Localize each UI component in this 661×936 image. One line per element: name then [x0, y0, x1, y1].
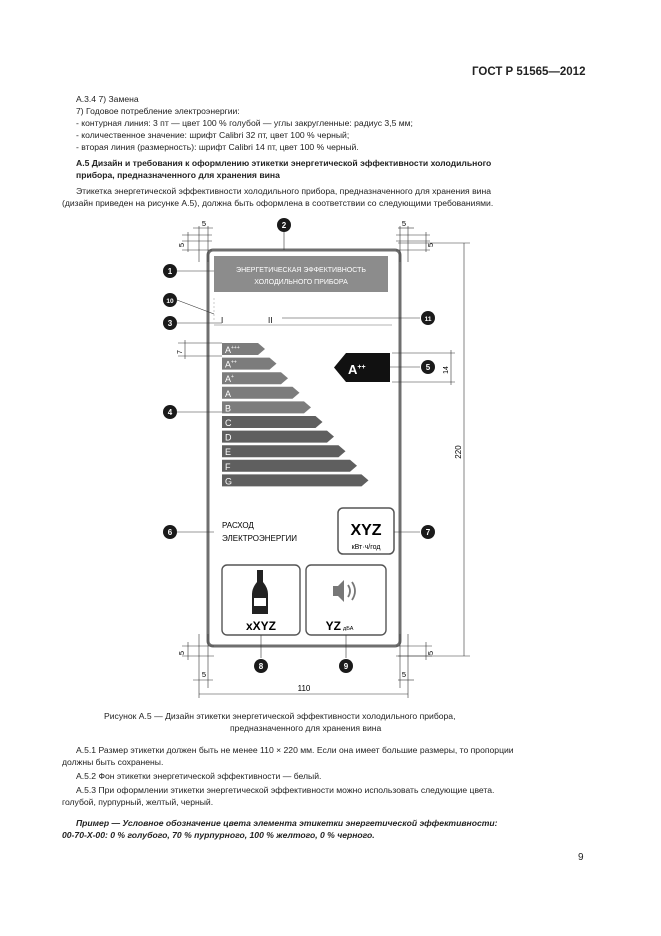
callout-circle-6	[163, 525, 177, 539]
callout-number-5: 5	[426, 363, 431, 372]
speaker-icon	[333, 580, 356, 602]
dimension-lines	[176, 226, 470, 698]
callout-number-6: 6	[168, 528, 173, 537]
roman-one: I	[221, 316, 223, 325]
dim-5-bottom-right: 5	[402, 670, 406, 679]
class-arrow-1	[222, 343, 265, 355]
clause-a52: А.5.2 Фон этикетки энергетической эффект…	[76, 771, 322, 781]
intro-line-3: - контурная линия: 3 пт — цвет 100 % гол…	[76, 118, 413, 128]
class-indicator-label: A++	[348, 362, 366, 377]
callout-number-11: 11	[425, 316, 432, 323]
callout-number-4: 4	[168, 408, 173, 417]
class-arrow-5	[222, 401, 311, 414]
wine-bottle-icon	[252, 570, 268, 614]
section-heading: А.5 Дизайн и требования к оформлению эти…	[76, 158, 492, 168]
callout-number-2: 2	[282, 221, 287, 230]
standard-number: ГОСТ Р 51565—2012	[472, 66, 586, 78]
dim-14: 14	[443, 366, 450, 374]
clause-a53-cont: голубой, пурпурный, желтый, черный.	[62, 797, 214, 807]
class-arrow-6	[222, 416, 323, 428]
dim-5-top-right: 5	[402, 219, 406, 228]
section-paragraph-cont: (дизайн приведен на рисунке А.5), должна…	[62, 198, 494, 208]
callout-circle-7	[421, 525, 435, 539]
class-arrow-label-5: B	[225, 403, 231, 413]
intro-line-2: 7) Годовое потребление электроэнергии:	[76, 106, 240, 116]
dim-5-bottom-left-v: 5	[177, 651, 186, 655]
clause-a51: А.5.1 Размер этикетки должен быть не мен…	[76, 745, 514, 755]
callout-circle-8	[254, 659, 268, 673]
class-arrow-3	[222, 372, 288, 385]
dim-7: 7	[177, 350, 184, 354]
class-arrow-label-7: D	[225, 433, 232, 443]
intro-line-5: - вторая линия (размерность): шрифт Cali…	[76, 142, 359, 152]
energy-unit: кВт·ч/год	[352, 544, 381, 551]
dim-110: 110	[298, 684, 311, 693]
section-heading-cont: прибора, предназначенного для хранения в…	[76, 170, 280, 180]
callout-number-8: 8	[259, 662, 264, 671]
section-paragraph: Этикетка энергетической эффективности хо…	[76, 186, 491, 196]
dim-5-top-left-v: 5	[177, 243, 186, 247]
class-arrow-7	[222, 430, 334, 443]
class-arrow-4	[222, 386, 300, 399]
energy-value: XYZ	[350, 522, 381, 539]
example-note-cont: 00-70-X-00: 0 % голубого, 70 % пурпурног…	[62, 830, 375, 840]
dim-5-bottom-left: 5	[202, 670, 206, 679]
consumption-label-1: РАСХОД	[222, 521, 254, 530]
example-note: Пример — Условное обозначение цвета элем…	[76, 818, 498, 828]
class-arrow-8	[222, 445, 346, 458]
class-arrow-label-1: A+++	[225, 345, 240, 355]
energy-value-box	[337, 507, 395, 555]
class-arrow-10	[222, 474, 369, 487]
callout-number-7: 7	[426, 528, 431, 537]
class-arrow-label-2: A++	[225, 360, 237, 370]
callout-circle-2	[277, 218, 291, 232]
class-arrow-9	[222, 459, 357, 472]
class-indicator-arrow	[334, 353, 390, 382]
label-frame	[206, 248, 402, 648]
class-arrow-label-6: C	[225, 418, 232, 428]
noise-value: YZ	[326, 619, 341, 633]
bottles-value: xXYZ	[246, 619, 276, 633]
figure-caption-cont: предназначенного для хранения вина	[230, 723, 382, 733]
page-number: 9	[578, 852, 584, 863]
callout-number-1: 1	[168, 267, 173, 276]
class-arrow-label-4: A	[225, 389, 231, 399]
noise-box	[305, 564, 387, 636]
dim-5-top-left: 5	[202, 219, 206, 228]
clause-a53: А.5.3 При оформлении этикетки энергетиче…	[76, 785, 495, 795]
label-title-2: ХОЛОДИЛЬНОГО ПРИБОРА	[254, 279, 348, 286]
intro-line-4: - количественное значение: шрифт Calibri…	[76, 130, 350, 140]
callout-number-9: 9	[344, 662, 349, 671]
class-arrow-label-8: E	[225, 447, 231, 457]
class-arrow-label-9: F	[225, 462, 231, 472]
intro-line-1: А.3.4 7) Замена	[76, 94, 139, 104]
dim-220: 220	[454, 445, 463, 459]
class-arrow-2	[222, 357, 277, 370]
callout-circle-4	[163, 405, 177, 419]
callout-circle-3	[163, 316, 177, 330]
callout-number-3: 3	[168, 319, 173, 328]
figure-caption: Рисунок А.5 — Дизайн этикетки энергетиче…	[104, 711, 456, 721]
callout-circle-9	[339, 659, 353, 673]
class-arrow-label-3: A+	[225, 374, 234, 384]
noise-unit: дБА	[343, 626, 354, 632]
callout-circle-1	[163, 264, 177, 278]
class-arrow-label-10: G	[225, 476, 232, 486]
callout-circle-11	[421, 311, 435, 325]
callout-circle-10	[163, 293, 177, 307]
label-title-1: ЭНЕРГЕТИЧЕСКАЯ ЭФФЕКТИВНОСТЬ	[236, 267, 366, 274]
dim-5-bottom-right-v: 5	[426, 651, 435, 655]
clause-a51-cont: должны быть сохранены.	[62, 757, 164, 767]
roman-two: II	[268, 316, 272, 325]
callout-circle-5	[421, 360, 435, 374]
callout-number-10: 10	[166, 298, 174, 305]
callout-markers: 1 2 3 4 5 6 7 8 9 10 11	[163, 218, 435, 673]
consumption-label-2: ЭЛЕКТРОЭНЕРГИИ	[222, 534, 297, 543]
dim-5-top-right-v: 5	[426, 243, 435, 247]
label-header-bar	[214, 256, 388, 292]
